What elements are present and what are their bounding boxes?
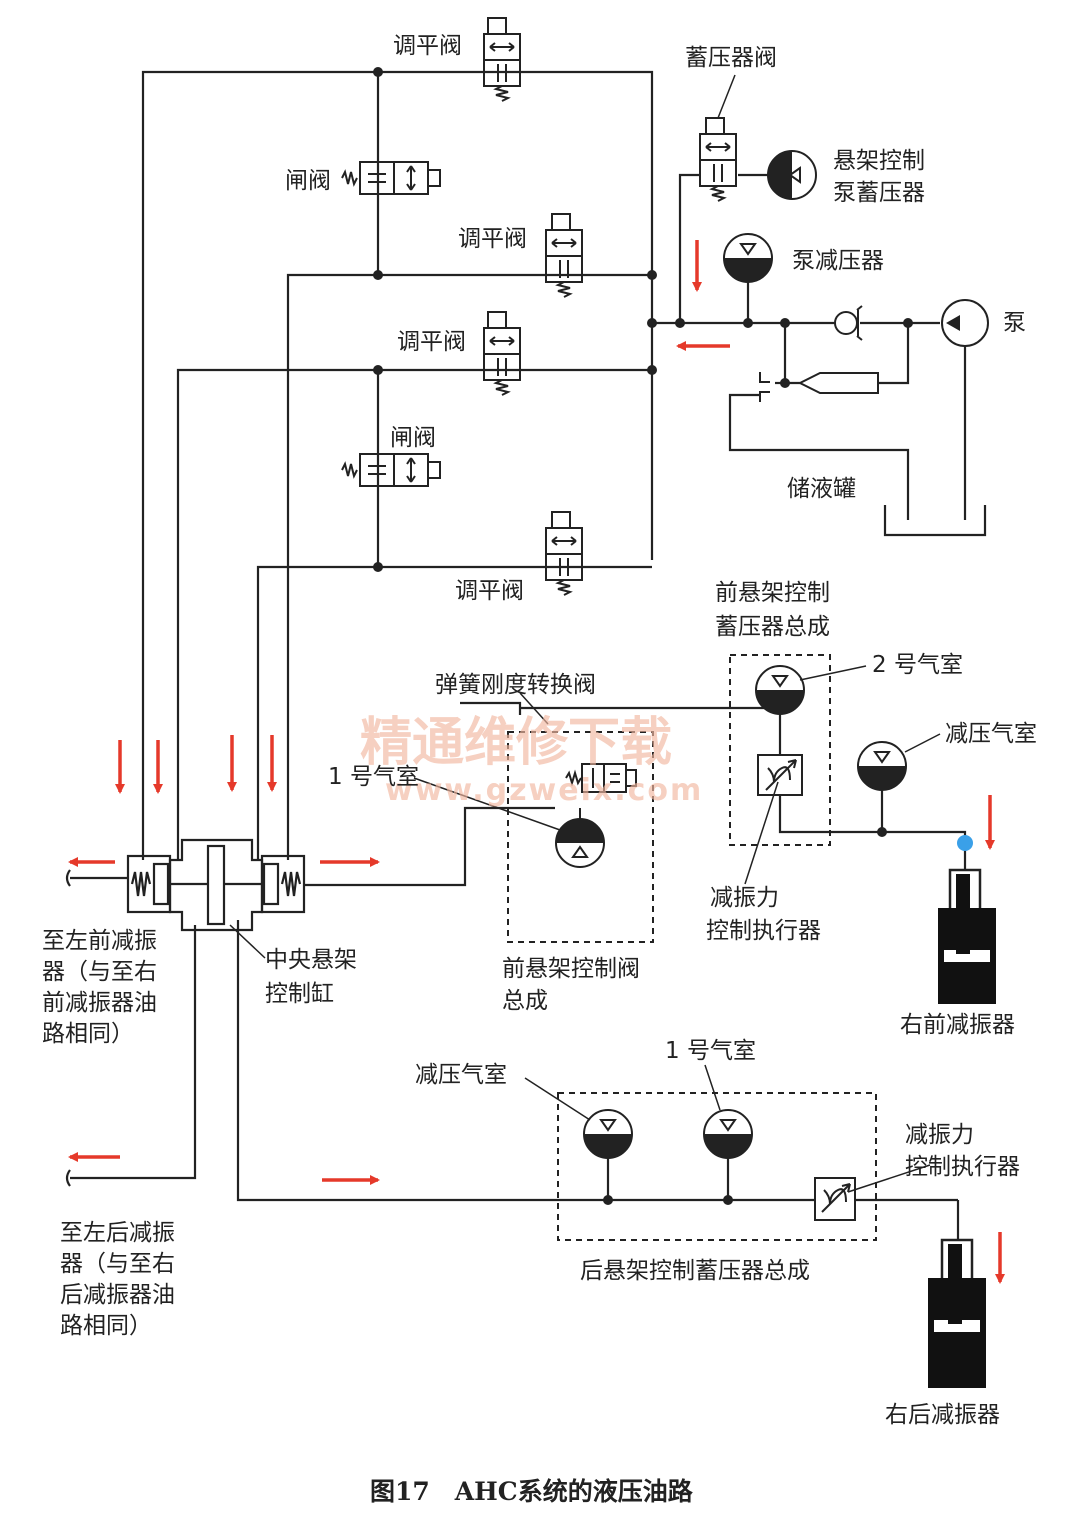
leveling-valve-2 [545,213,583,298]
label-to-left-rear-4: 路相同） [60,1313,152,1339]
label-gate-valve-1: 闸阀 [285,168,331,194]
leader-lines [229,74,941,1193]
damping-actuator-rear-symbol [814,1177,856,1221]
front-control-valve-box [507,731,654,943]
chamber-1-front-symbol [555,818,605,868]
label-leveling-valve-4: 调平阀 [455,578,524,604]
watermark-line-2: www.gzweix.com [385,773,703,808]
gate-valve-2 [341,453,441,487]
label-spring-rate-valve: 弹簧刚度转换阀 [435,672,596,698]
right-front-shock-symbol [938,868,996,1004]
label-decompression-chamber-front: 减压气室 [945,721,1037,747]
label-to-left-front-1: 至左前减振 [42,928,157,954]
label-damping-actuator-front-1: 减振力 [710,885,779,911]
label-front-acc-assembly-1: 前悬架控制 [715,580,830,606]
leveling-valve-4 [545,511,583,596]
label-leveling-valve-1: 调平阀 [393,33,462,59]
label-damping-actuator-rear-2: 控制执行器 [905,1154,1020,1180]
label-pump-accumulator-1: 悬架控制 [833,148,925,174]
watermark-line-1: 精通维修下载 [360,713,672,773]
reservoir-tank [883,505,987,537]
check-valve-symbol [834,305,863,341]
flow-arrows [68,240,1005,1284]
label-to-left-front-4: 路相同） [42,1021,134,1047]
label-chamber-2: 2 号气室 [872,652,963,678]
label-gate-valve-2: 闸阀 [390,425,436,451]
right-rear-shock-symbol [928,1238,986,1388]
label-to-left-rear-3: 后减振器油 [60,1282,175,1308]
front-accumulator-box [729,654,831,846]
label-to-left-rear-1: 至左后减振 [60,1220,175,1246]
label-reservoir: 储液罐 [787,476,856,502]
label-front-control-valve-2: 总成 [502,988,548,1014]
spring-rate-valve-symbol [565,763,637,793]
label-pump: 泵 [1003,310,1026,336]
decompression-chamber-front-symbol [857,741,907,791]
connection-highlight [957,835,973,851]
rear-accumulator-box [557,1092,877,1241]
gate-valve-1 [341,161,441,195]
label-pump-damper: 泵减压器 [792,248,884,274]
label-chamber-1-rear: 1 号气室 [665,1038,756,1064]
figure-caption: 图17 AHC系统的液压油路 [370,1477,694,1506]
decompression-chamber-rear-symbol [583,1109,633,1159]
chamber-2-symbol [755,665,805,715]
component-labels: 调平阀 闸阀 调平阀 调平阀 闸阀 调平阀 蓄压器阀 悬架控制 泵蓄压器 泵减压… [42,33,1037,1428]
label-chamber-1-front: 1 号气室 [328,764,419,790]
label-right-front-shock: 右前减振器 [900,1012,1015,1038]
label-damping-actuator-front-2: 控制执行器 [706,918,821,944]
label-front-control-valve-1: 前悬架控制阀 [502,956,640,982]
label-pump-accumulator-2: 泵蓄压器 [833,180,925,206]
label-to-left-front-3: 前减振器油 [42,990,157,1016]
label-leveling-valve-2: 调平阀 [458,226,527,252]
leveling-valve-3 [483,311,521,396]
label-decompression-chamber-rear: 减压气室 [415,1062,507,1088]
junction-dots [373,67,913,1205]
pump-damper-symbol [723,233,773,283]
label-leveling-valve-3: 调平阀 [397,329,466,355]
filter-symbol [759,372,879,402]
label-damping-actuator-rear-1: 减振力 [905,1122,974,1148]
label-central-cylinder-2: 控制缸 [265,981,334,1007]
label-accumulator-valve: 蓄压器阀 [685,45,777,71]
label-to-left-front-2: 器（与至右 [42,959,157,985]
leveling-valve-1 [483,17,521,102]
label-right-rear-shock: 右后减振器 [885,1402,1000,1428]
label-front-acc-assembly-2: 蓄压器总成 [715,614,830,640]
damping-actuator-front-symbol [757,754,803,796]
chamber-1-rear-symbol [703,1109,753,1159]
label-central-cylinder-1: 中央悬架 [265,947,357,973]
pump-symbol [941,299,989,347]
accumulator-valve [699,117,737,202]
label-rear-acc-assembly: 后悬架控制蓄压器总成 [580,1258,810,1284]
label-to-left-rear-2: 器（与至右 [60,1251,175,1277]
central-suspension-cylinder [126,838,306,932]
pump-accumulator-symbol [767,150,817,200]
